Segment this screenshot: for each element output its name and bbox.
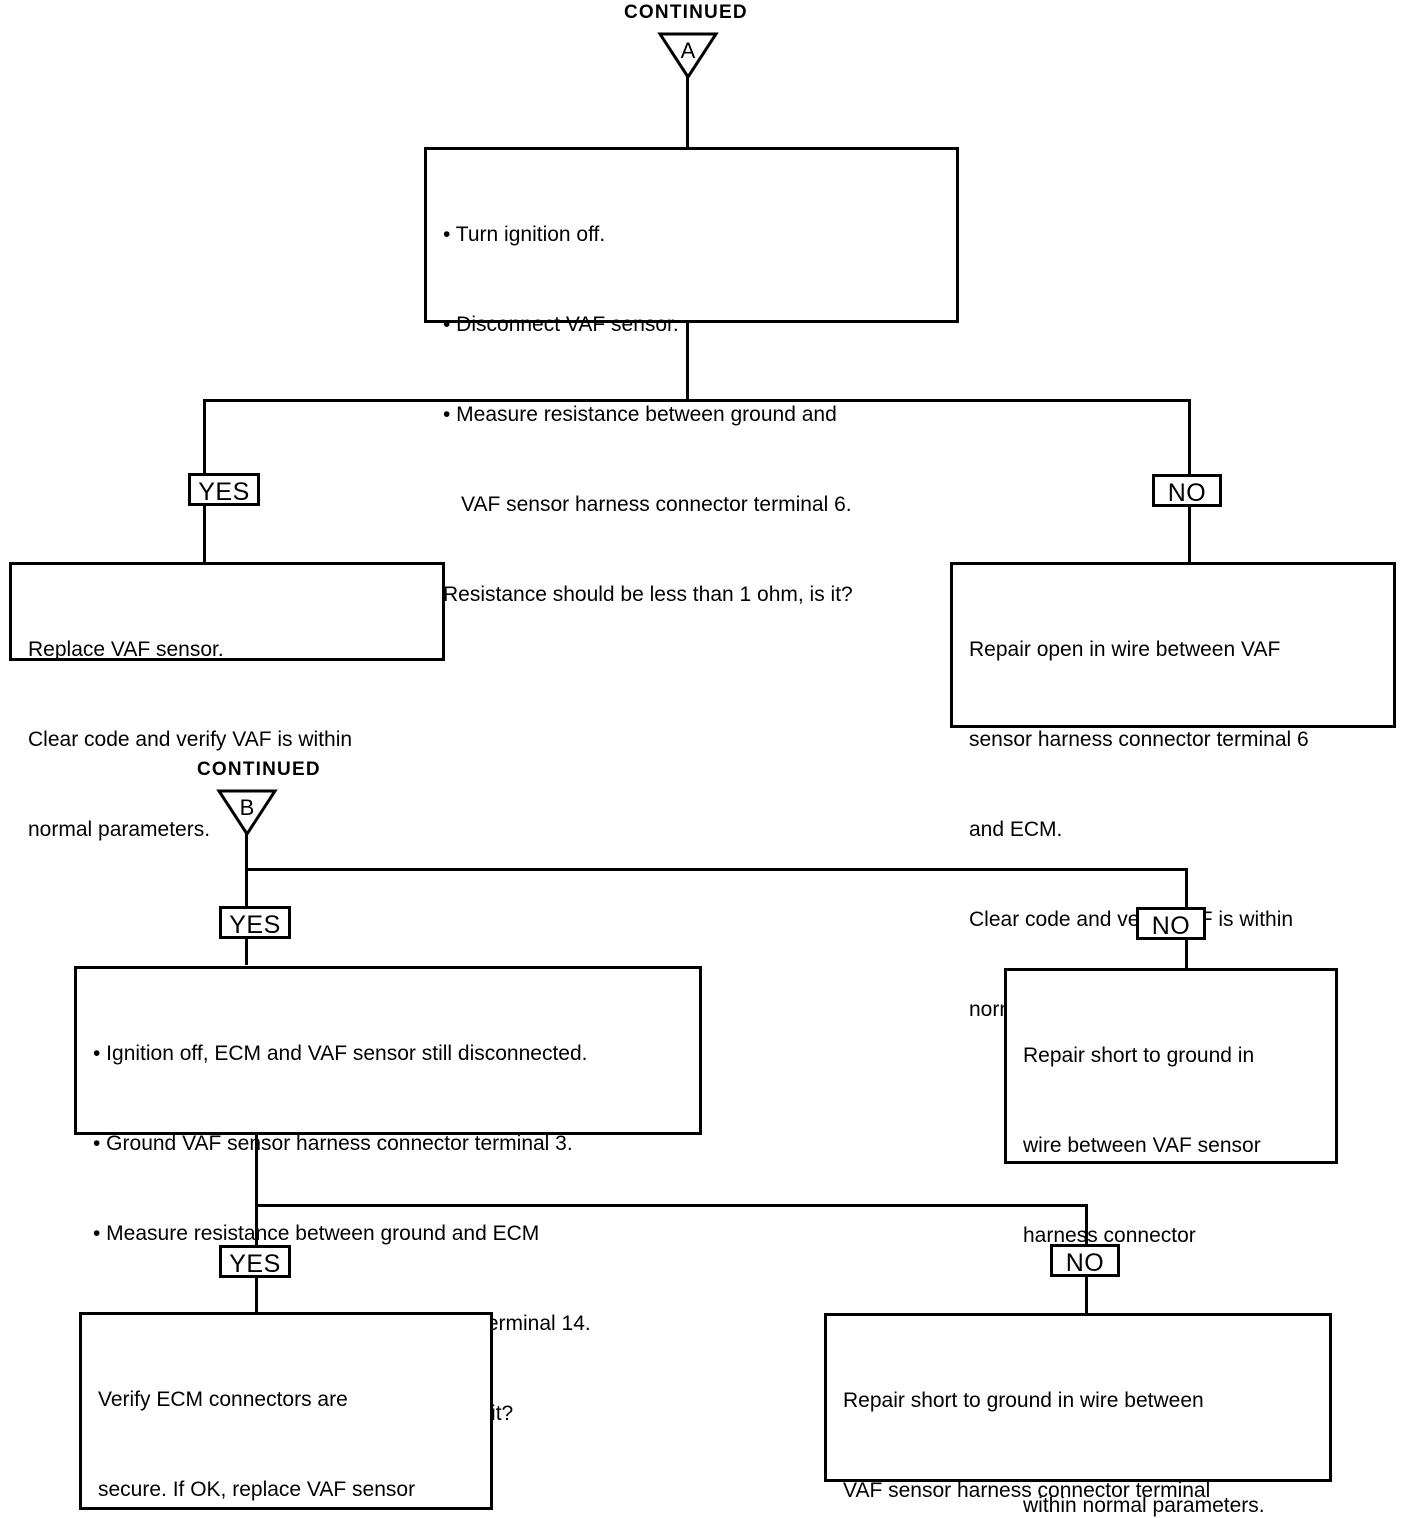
connector-letter-a: A bbox=[681, 38, 696, 63]
result-box-b-no-1-line-1: Repair short to ground in bbox=[1023, 1044, 1255, 1067]
edge-b-no2-down-2 bbox=[1085, 1277, 1088, 1313]
edge-b-branch1-bus bbox=[245, 868, 1188, 871]
test-box-a-line-3: • Measure resistance between ground and bbox=[443, 403, 837, 426]
edge-a-branch-bus bbox=[203, 399, 1191, 402]
edge-a-no-down-1 bbox=[1188, 399, 1191, 476]
branch-label-a-yes[interactable]: YES bbox=[188, 473, 260, 506]
result-box-a-no-line-1: Repair open in wire between VAF bbox=[969, 638, 1281, 661]
result-box-a-no-line-3: and ECM. bbox=[969, 818, 1063, 841]
result-box-a-no-line-2: sensor harness connector terminal 6 bbox=[969, 728, 1309, 751]
result-box-a-yes-line-1: Replace VAF sensor. bbox=[28, 638, 224, 661]
edge-b-yes2-down-2 bbox=[255, 1278, 258, 1312]
edge-b-yes2-down-1 bbox=[255, 1204, 258, 1245]
result-box-b-no-1-line-3: harness connector bbox=[1023, 1224, 1196, 1247]
branch-label-b-yes-2[interactable]: YES bbox=[219, 1245, 291, 1278]
test-box-b-line-1: • Ignition off, ECM and VAF sensor still… bbox=[93, 1042, 588, 1065]
branch-label-b-no-2[interactable]: NO bbox=[1050, 1244, 1120, 1277]
test-box-b-line-2: • Ground VAF sensor harness connector te… bbox=[93, 1132, 573, 1155]
continued-label-b: CONTINUED bbox=[197, 759, 321, 780]
edge-b-triangle-to-branch bbox=[245, 833, 248, 871]
continued-label-a: CONTINUED bbox=[624, 2, 748, 23]
connector-triangle-a-icon: A bbox=[657, 30, 719, 80]
result-box-a-yes-line-3: normal parameters. bbox=[28, 818, 211, 841]
result-box-b-yes-2-line-2: secure. If OK, replace VAF sensor bbox=[98, 1478, 416, 1501]
branch-label-b-no-1[interactable]: NO bbox=[1136, 907, 1206, 940]
result-box-a-no: Repair open in wire between VAF sensor h… bbox=[950, 562, 1396, 1021]
test-box-a-line-2: • Disconnect VAF sensor. bbox=[443, 313, 679, 336]
edge-b-yes1-down-1 bbox=[245, 868, 248, 908]
result-box-b-no-2: Repair short to ground in wire between V… bbox=[824, 1313, 1332, 1502]
result-box-b-no-1-line-2: wire between VAF sensor bbox=[1023, 1134, 1261, 1157]
result-box-b-yes-2: Verify ECM connectors are secure. If OK,… bbox=[79, 1312, 493, 1510]
edge-a-no-down-2 bbox=[1188, 507, 1191, 563]
result-box-b-no-1: Repair short to ground in wire between V… bbox=[1004, 968, 1338, 1517]
edge-b-test-to-branch2 bbox=[255, 1135, 258, 1207]
result-box-b-yes-2-line-1: Verify ECM connectors are bbox=[98, 1388, 348, 1411]
result-box-b-no-2-line-1: Repair short to ground in wire between bbox=[843, 1389, 1204, 1412]
edge-a-yes-down-1 bbox=[203, 399, 206, 475]
edge-b-no2-down-1 bbox=[1085, 1204, 1088, 1246]
test-box-a: • Turn ignition off. • Disconnect VAF se… bbox=[424, 147, 959, 606]
branch-label-a-no[interactable]: NO bbox=[1152, 474, 1222, 507]
branch-label-b-yes-1[interactable]: YES bbox=[219, 906, 291, 939]
edge-b-branch2-bus bbox=[255, 1204, 1088, 1207]
result-box-a-yes: Replace VAF sensor. Clear code and verif… bbox=[9, 562, 445, 841]
edge-a-test-to-branch bbox=[686, 323, 689, 401]
connector-letter-b: B bbox=[240, 795, 255, 820]
edge-b-no1-down-2 bbox=[1185, 940, 1188, 968]
result-box-a-yes-line-2: Clear code and verify VAF is within bbox=[28, 728, 353, 751]
test-box-b: • Ignition off, ECM and VAF sensor still… bbox=[74, 966, 702, 1425]
test-box-b-line-3: • Measure resistance between ground and … bbox=[93, 1222, 540, 1245]
test-box-a-line-4: VAF sensor harness connector terminal 6. bbox=[461, 493, 852, 516]
result-box-b-no-1-line-6: within normal parameters. bbox=[1023, 1494, 1265, 1517]
result-box-b-no-2-line-2: VAF sensor harness connector terminal bbox=[843, 1479, 1211, 1502]
edge-b-yes1-down-2 bbox=[245, 939, 248, 965]
test-box-a-line-5: Resistance should be less than 1 ohm, is… bbox=[443, 583, 853, 606]
test-box-a-line-1: • Turn ignition off. bbox=[443, 223, 606, 246]
edge-a-triangle-to-test bbox=[686, 76, 689, 147]
edge-a-yes-down-2 bbox=[203, 506, 206, 563]
edge-b-no1-down-1 bbox=[1185, 868, 1188, 909]
connector-triangle-b-icon: B bbox=[216, 787, 278, 837]
